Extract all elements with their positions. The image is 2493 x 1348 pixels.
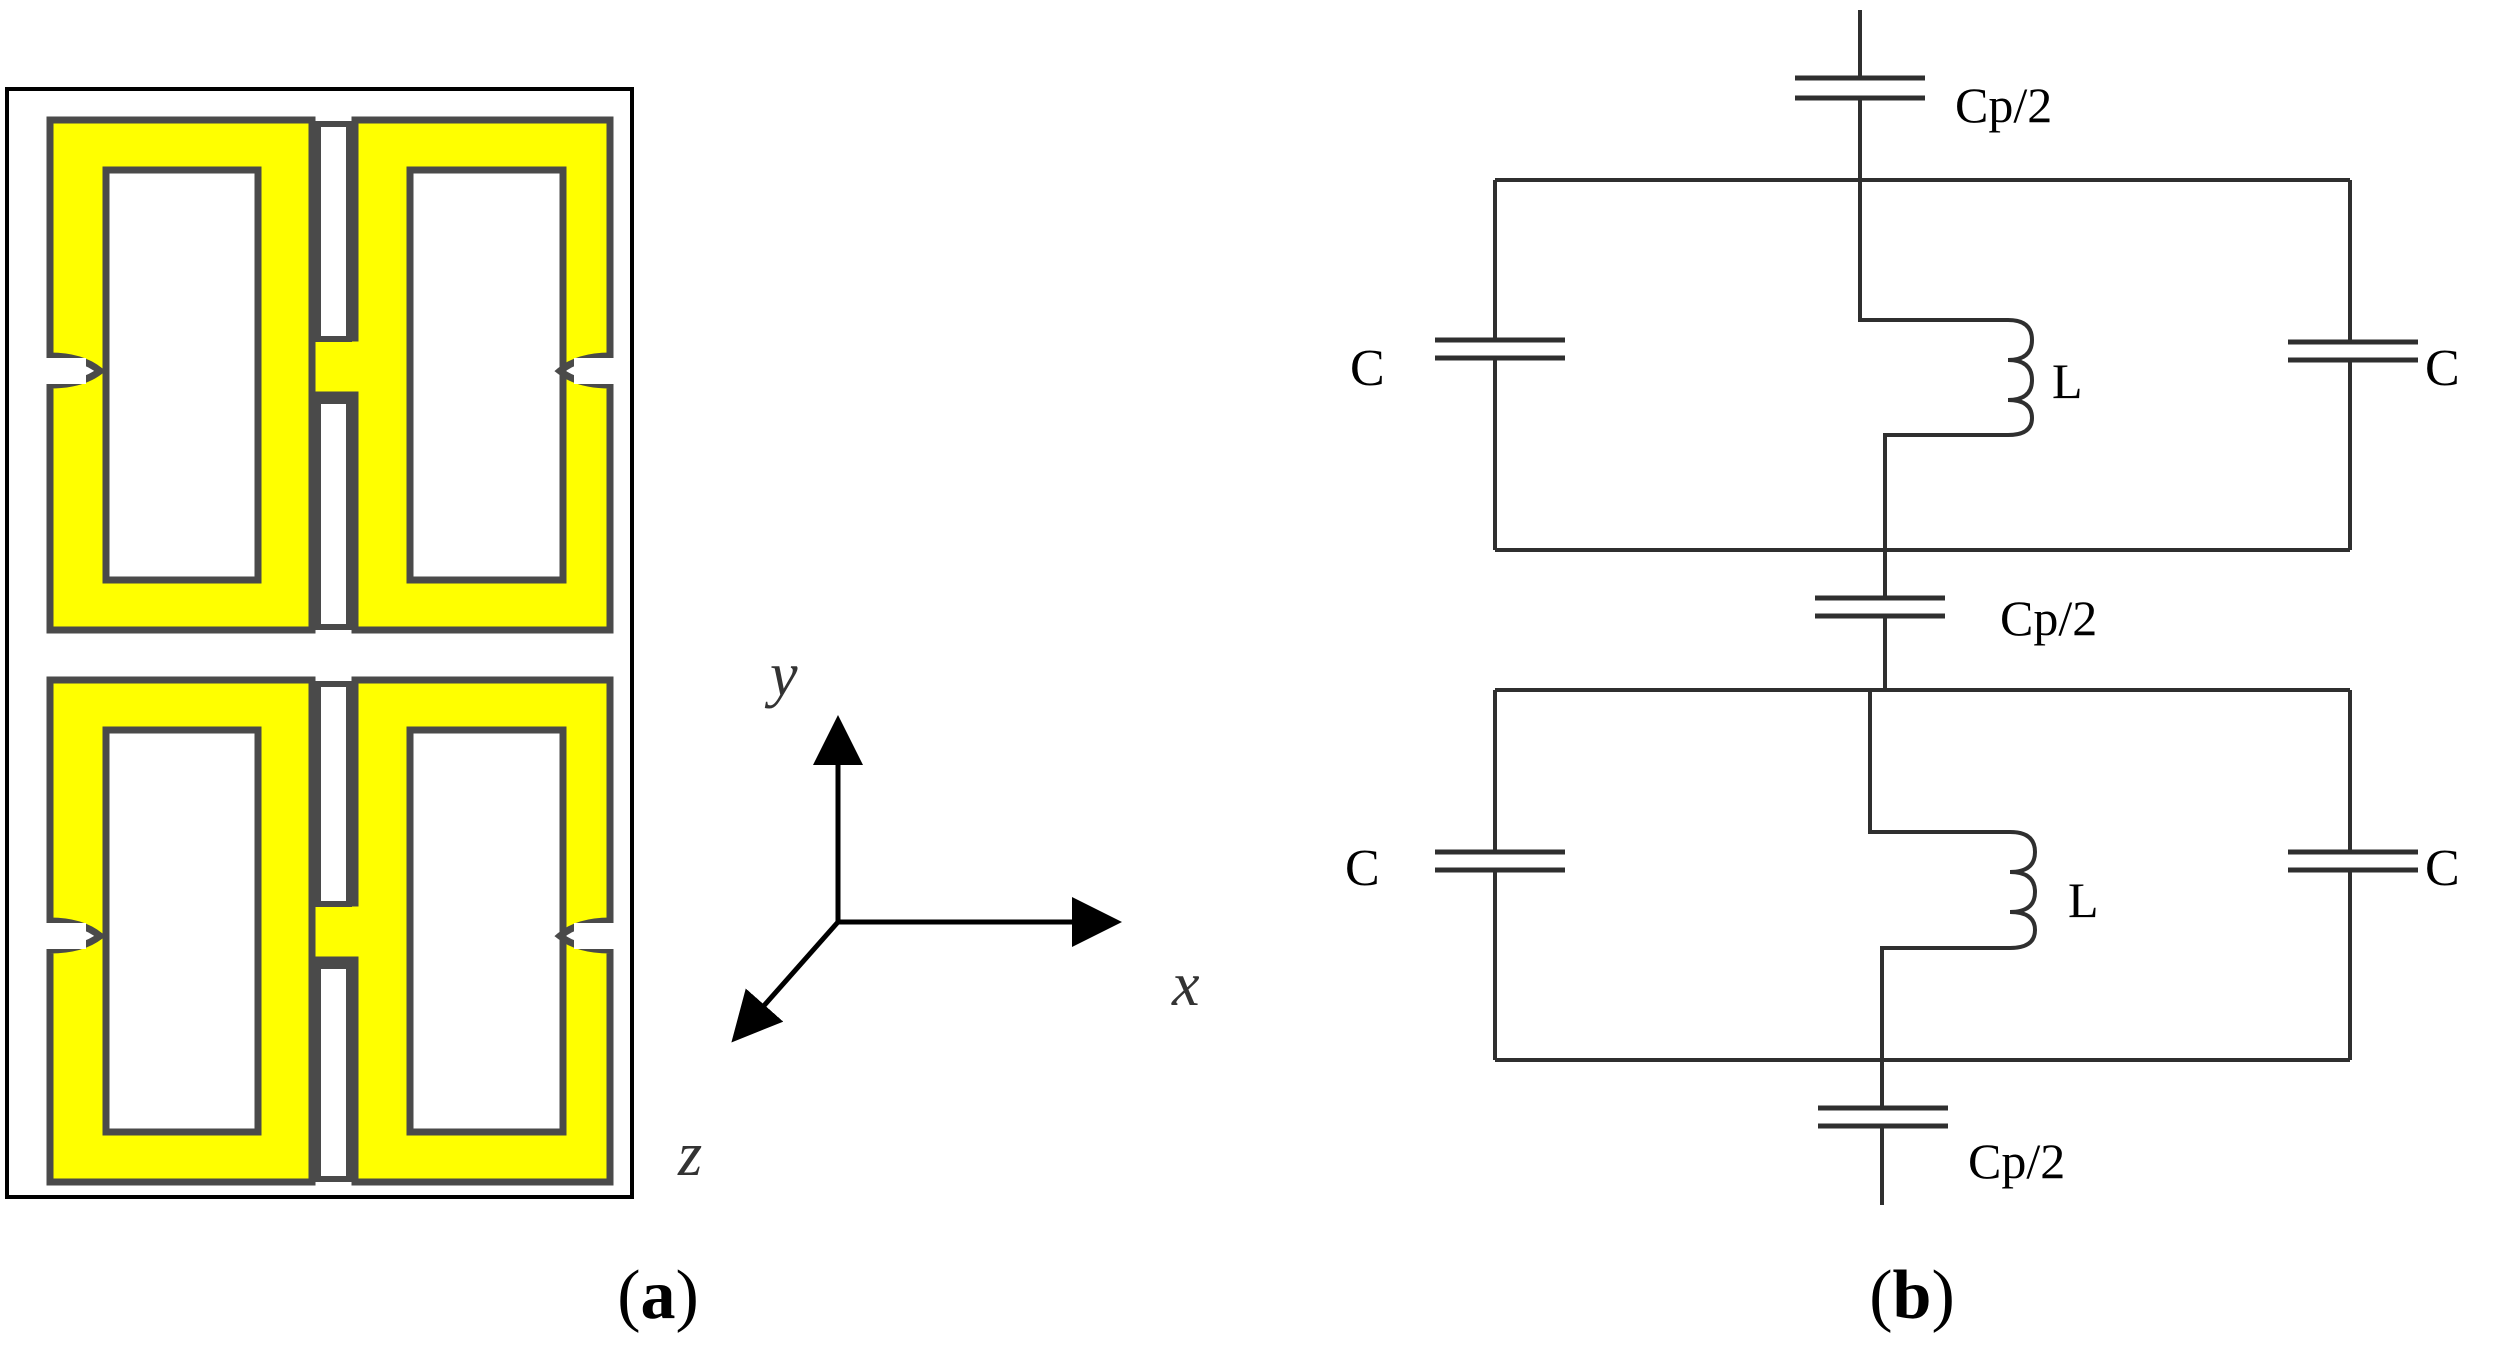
lower-resonator: [46, 676, 614, 1186]
panel-b-circuit: Cp/2 C C L Cp/2: [1345, 10, 2460, 1205]
upper-right-ring: [308, 116, 614, 634]
z-axis-arrow: [731, 920, 840, 1043]
panel-a-label: (a): [617, 1257, 699, 1334]
panel-a-structure: [5, 87, 634, 1199]
y-axis-label: y: [764, 641, 798, 709]
coordinate-axes: y x z: [677, 641, 1200, 1189]
upper-left-gap: [46, 358, 86, 384]
lower-center-slot-top: [315, 681, 352, 907]
middle-coupling-capacitor-label: Cp/2: [2000, 590, 2097, 646]
upper-lc-cell: [1435, 178, 2418, 552]
upper-inductor-label: L: [2052, 353, 2083, 409]
bottom-coupling-capacitor: [1818, 1060, 1948, 1205]
z-axis-label: z: [677, 1121, 702, 1189]
upper-center-slot-bottom: [315, 398, 352, 630]
middle-coupling-capacitor: [1815, 550, 1945, 690]
lower-inductor-label: L: [2068, 872, 2099, 928]
upper-right-gap: [574, 358, 614, 384]
lower-right-ring: [308, 676, 614, 1186]
x-axis-label: x: [1171, 951, 1200, 1019]
top-coupling-capacitor-label: Cp/2: [1955, 77, 2052, 133]
panel-b-label: (b): [1869, 1257, 1955, 1334]
upper-resonator: [46, 116, 614, 634]
lower-right-gap: [574, 923, 614, 949]
bottom-coupling-capacitor-label: Cp/2: [1968, 1133, 2065, 1189]
lower-lc-cell: [1435, 688, 2418, 1062]
lower-right-capacitor-label: C: [2425, 840, 2460, 897]
upper-center-slot-top: [315, 121, 352, 342]
lower-left-capacitor-label: C: [1345, 840, 1380, 897]
upper-right-capacitor-label: C: [2425, 340, 2460, 397]
lower-center-slot-bottom: [315, 963, 352, 1182]
top-coupling-capacitor: [1795, 10, 1925, 180]
lower-left-gap: [46, 923, 86, 949]
upper-left-capacitor-label: C: [1350, 340, 1385, 397]
